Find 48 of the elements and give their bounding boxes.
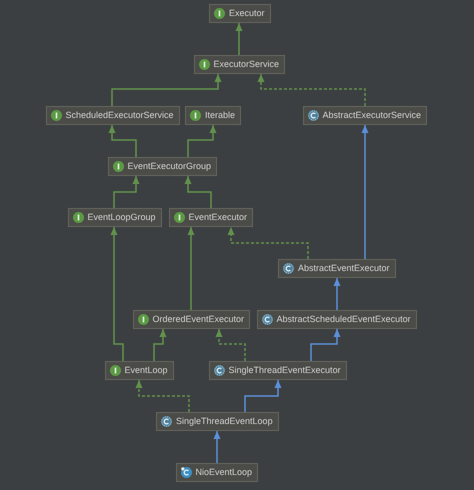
arrow bbox=[153, 329, 166, 361]
class-name: EventLoopGroup bbox=[88, 212, 156, 223]
arrow bbox=[236, 23, 242, 55]
class-name: AbstractEventExecutor bbox=[298, 263, 390, 274]
class-box bbox=[194, 55, 286, 74]
class-name: Iterable bbox=[205, 110, 236, 121]
arrow bbox=[244, 380, 282, 412]
class-box bbox=[156, 412, 279, 431]
class-name: ScheduledExecutorService bbox=[66, 110, 174, 121]
class-box bbox=[208, 361, 347, 380]
arrow bbox=[184, 176, 212, 208]
class-box bbox=[46, 106, 180, 125]
dashed-arrow bbox=[216, 329, 246, 361]
class-box bbox=[108, 157, 218, 176]
class-box bbox=[209, 4, 271, 23]
class-name: Executor bbox=[229, 8, 265, 19]
arrow bbox=[110, 227, 124, 361]
arrow bbox=[108, 125, 137, 157]
class-box bbox=[104, 361, 174, 380]
class-name: AbstractExecutorService bbox=[322, 110, 422, 121]
class-box bbox=[176, 463, 258, 482]
class-box bbox=[256, 310, 417, 329]
class-name: SingleThreadEventLoop bbox=[176, 416, 273, 427]
class-name: EventExecutor bbox=[188, 212, 248, 223]
class-name: ExecutorService bbox=[214, 59, 280, 70]
class-box bbox=[132, 310, 250, 329]
arrow bbox=[111, 74, 222, 106]
class-name: OrderedEventExecutor bbox=[152, 314, 244, 325]
class-name: AbstractScheduledEventExecutor bbox=[276, 314, 411, 325]
dashed-arrow bbox=[228, 227, 309, 259]
arrow bbox=[188, 227, 194, 310]
class-box bbox=[302, 106, 428, 125]
class-box bbox=[68, 208, 162, 227]
arrow bbox=[334, 278, 340, 310]
arrow bbox=[187, 125, 216, 157]
arrow bbox=[310, 329, 340, 361]
class-box bbox=[168, 208, 254, 227]
class-box bbox=[278, 259, 396, 278]
class-name: SingleThreadEventExecutor bbox=[228, 365, 341, 376]
class-name: NioEventLoop bbox=[196, 467, 252, 478]
dashed-arrow bbox=[258, 74, 366, 106]
arrow bbox=[113, 176, 140, 208]
class-name: EventExecutorGroup bbox=[128, 161, 212, 172]
class-name: EventLoop bbox=[124, 365, 168, 376]
arrow bbox=[214, 431, 220, 463]
arrow bbox=[362, 125, 368, 259]
dashed-arrow bbox=[136, 380, 190, 412]
class-box bbox=[185, 106, 242, 125]
